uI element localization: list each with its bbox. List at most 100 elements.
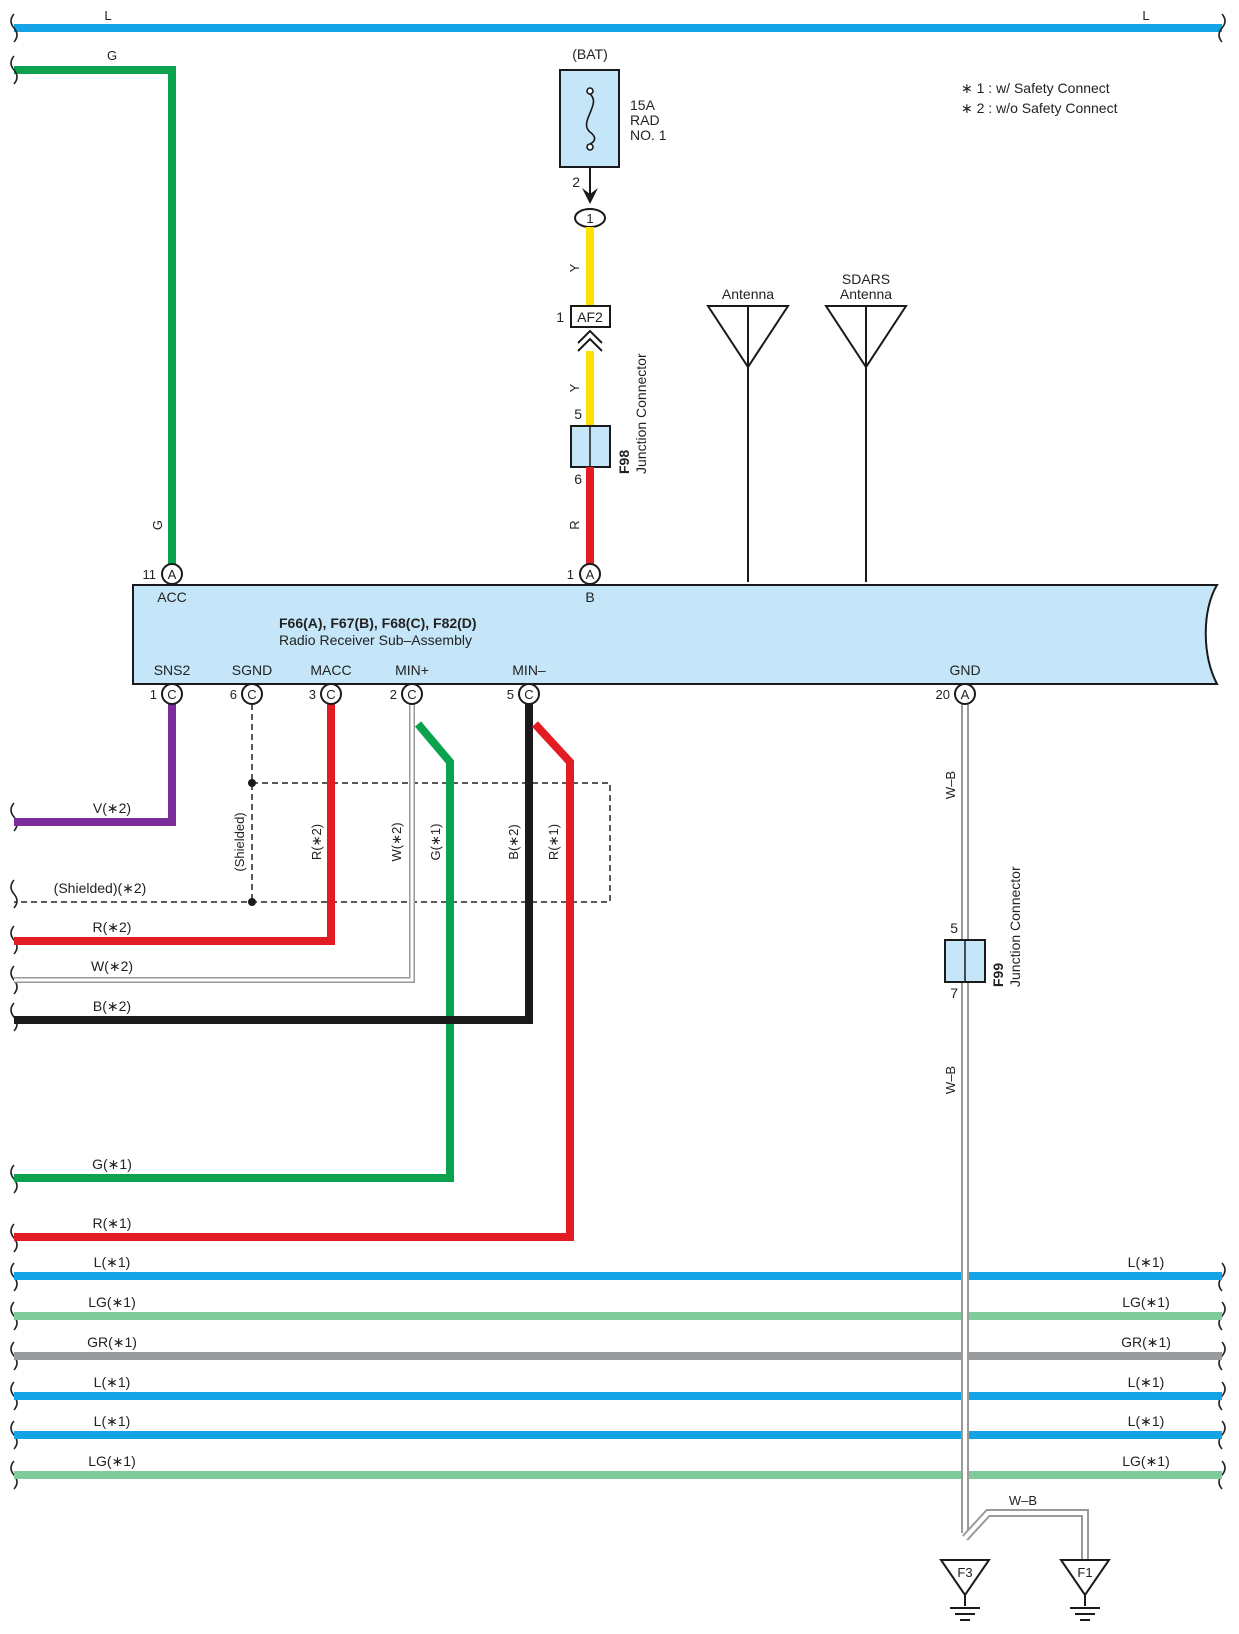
bus-wire-3-label-right: GR(∗1) bbox=[1121, 1334, 1171, 1350]
wire-r2-label: R(∗2) bbox=[93, 919, 132, 935]
legend-note-2: ∗ 2 : w/o Safety Connect bbox=[961, 100, 1118, 116]
pin-sns2-name: SNS2 bbox=[154, 662, 191, 678]
f98-pin-bottom: 6 bbox=[574, 471, 582, 487]
pin-sgnd: C 6 SGND bbox=[230, 662, 272, 705]
receiver-name: Radio Receiver Sub–Assembly bbox=[279, 632, 472, 648]
pin-gnd-name: GND bbox=[949, 662, 980, 678]
pin-min-minus-name: MIN– bbox=[512, 662, 546, 678]
f99-code: F99 bbox=[990, 963, 1006, 987]
wire-y-upper-label: Y bbox=[567, 263, 582, 272]
pin-gnd-conn: A bbox=[961, 687, 970, 702]
wire-r1-vertical-label: R(∗1) bbox=[546, 824, 561, 860]
ground-f1-label: F1 bbox=[1077, 1565, 1092, 1580]
ground-f3-icon bbox=[939, 1559, 991, 1621]
legend-note-1: ∗ 1 : w/ Safety Connect bbox=[961, 80, 1110, 96]
bus-wire-3-label-left: GR(∗1) bbox=[87, 1334, 137, 1350]
wire-g1-label: G(∗1) bbox=[92, 1156, 132, 1172]
wire-w2-label: W(∗2) bbox=[91, 958, 133, 974]
shield-node-lower bbox=[248, 898, 256, 906]
f99-pin-top: 5 bbox=[950, 920, 958, 936]
f98-name: Junction Connector bbox=[633, 353, 649, 474]
pin-acc-conn: A bbox=[168, 567, 177, 582]
fuse-terminal-arrow bbox=[582, 188, 598, 204]
pin-b-number: 1 bbox=[567, 567, 574, 582]
wire-l-top-label-left: L bbox=[104, 8, 111, 23]
pin-acc-number: 11 bbox=[143, 567, 157, 582]
f98-code: F98 bbox=[616, 450, 632, 474]
fuse-rating: 15A bbox=[630, 97, 656, 113]
wire-g-label-top: G bbox=[107, 48, 117, 63]
radio-receiver-box bbox=[132, 584, 1219, 685]
pin-min-plus-name: MIN+ bbox=[395, 662, 429, 678]
pin-min-plus-number: 2 bbox=[390, 687, 397, 702]
shield-node-upper bbox=[248, 779, 256, 787]
bus-wire-5-label-left: L(∗1) bbox=[94, 1413, 131, 1429]
pin-min-plus-conn: C bbox=[407, 687, 416, 702]
bus-wire-5-label-right: L(∗1) bbox=[1128, 1413, 1165, 1429]
af2-chevron-icon bbox=[577, 329, 603, 352]
antenna-icon bbox=[706, 305, 790, 582]
pin-macc-conn: C bbox=[326, 687, 335, 702]
af2-name: AF2 bbox=[577, 309, 603, 325]
fuse-box bbox=[559, 69, 620, 168]
wire-r-macc bbox=[14, 694, 335, 945]
wire-l-top-label-right: L bbox=[1142, 8, 1149, 23]
pin-macc: C 3 MACC bbox=[309, 662, 352, 705]
pin-b: A 1 B bbox=[567, 563, 601, 605]
wire-y-lower-label: Y bbox=[567, 383, 582, 392]
af2-connector bbox=[570, 305, 611, 328]
wire-wb-upper-label: W–B bbox=[943, 771, 958, 799]
pin-macc-number: 3 bbox=[309, 687, 316, 702]
pin-min-minus-conn: C bbox=[524, 687, 533, 702]
wire-g-label-vertical: G bbox=[150, 520, 165, 530]
wire-wb-branch-label: W–B bbox=[1009, 1493, 1037, 1508]
pin-macc-name: MACC bbox=[310, 662, 351, 678]
bus-wire-6-label-right: LG(∗1) bbox=[1122, 1453, 1170, 1469]
fuse-name-1: RAD bbox=[630, 112, 660, 128]
f99-pin-bottom: 7 bbox=[950, 985, 958, 1001]
wire-v2-label: V(∗2) bbox=[93, 800, 131, 816]
shield-dashed bbox=[14, 694, 611, 903]
wire-r-minm bbox=[14, 721, 574, 1241]
bus-wire-2-label-left: LG(∗1) bbox=[88, 1294, 136, 1310]
pin-min-minus-number: 5 bbox=[507, 687, 514, 702]
pin-b-conn: A bbox=[586, 567, 595, 582]
ground-f1-icon bbox=[1059, 1559, 1111, 1621]
wire-r-b-label: R bbox=[567, 520, 582, 529]
pin-gnd: A 20 GND bbox=[936, 662, 981, 705]
sdars-antenna-label-1: SDARS bbox=[842, 271, 890, 287]
break-marks-right bbox=[1218, 13, 1226, 1490]
bus-wire-4-label-left: L(∗1) bbox=[94, 1374, 131, 1390]
wire-r2-vertical-label: R(∗2) bbox=[309, 824, 324, 860]
pin-b-name: B bbox=[585, 589, 594, 605]
fuse-supply-label: (BAT) bbox=[572, 46, 608, 62]
fuse-name-2: NO. 1 bbox=[630, 127, 667, 143]
bus-wire-4-label-right: L(∗1) bbox=[1128, 1374, 1165, 1390]
f99-name: Junction Connector bbox=[1007, 866, 1023, 987]
wire-b2-label: B(∗2) bbox=[93, 998, 131, 1014]
pin-min-plus: C 2 MIN+ bbox=[390, 662, 429, 705]
wire-g1-vertical-label: G(∗1) bbox=[428, 824, 443, 861]
fuse-icon bbox=[585, 87, 596, 151]
break-marks-left bbox=[10, 13, 18, 1490]
pin-sgnd-number: 6 bbox=[230, 687, 237, 702]
pin-sns2-number: 1 bbox=[150, 687, 157, 702]
wire-w2-vertical-label: W(∗2) bbox=[389, 822, 404, 861]
af2-pin: 1 bbox=[556, 309, 564, 325]
pin-min-minus: C 5 MIN– bbox=[507, 662, 546, 705]
receiver-codes: F66(A), F67(B), F68(C), F82(D) bbox=[279, 615, 477, 631]
shielded-vertical-label: (Shielded) bbox=[232, 812, 247, 871]
wire-wb-branch bbox=[962, 1509, 1089, 1563]
wire-b-minm bbox=[14, 694, 533, 1024]
wire-v-sns2 bbox=[14, 694, 176, 826]
fuse-pin-number: 2 bbox=[572, 174, 580, 190]
pin-sgnd-conn: C bbox=[247, 687, 256, 702]
pin-acc: A 11 ACC bbox=[143, 563, 187, 605]
bus-wire-2-label-right: LG(∗1) bbox=[1122, 1294, 1170, 1310]
antenna-label: Antenna bbox=[722, 286, 774, 302]
f98-pin-top: 5 bbox=[574, 406, 582, 422]
pin-sns2: C 1 SNS2 bbox=[150, 662, 191, 705]
pin-acc-name: ACC bbox=[157, 589, 187, 605]
pin-gnd-number: 20 bbox=[936, 687, 950, 702]
